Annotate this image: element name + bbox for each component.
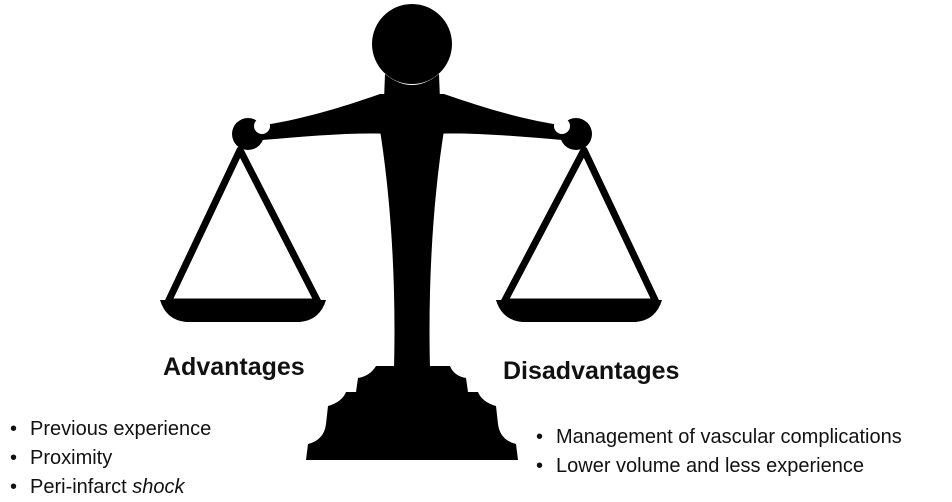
list-item: Proximity <box>8 444 211 473</box>
scale-pedestal-top <box>356 366 468 392</box>
list-item: Lower volume and less experience <box>534 452 902 481</box>
list-item: Previous experience <box>8 415 211 444</box>
scale-pillar <box>378 100 446 368</box>
right-pan <box>496 300 662 322</box>
disadvantages-heading: Disadvantages <box>503 357 680 385</box>
advantages-list: Previous experience Proximity Peri-infar… <box>8 415 211 502</box>
list-item: Management of vascular complications <box>534 423 902 452</box>
scale-neck <box>384 74 440 100</box>
emphasized-term: shock <box>132 476 185 498</box>
left-pan-strings <box>164 146 322 306</box>
list-item: Peri-infarct shock <box>8 473 211 502</box>
scale-head <box>372 4 452 84</box>
scale-base <box>306 392 518 460</box>
right-pan-strings <box>500 146 660 306</box>
disadvantages-list: Management of vascular complications Low… <box>534 423 902 481</box>
left-pan <box>160 300 326 322</box>
advantages-heading: Advantages <box>163 353 305 381</box>
